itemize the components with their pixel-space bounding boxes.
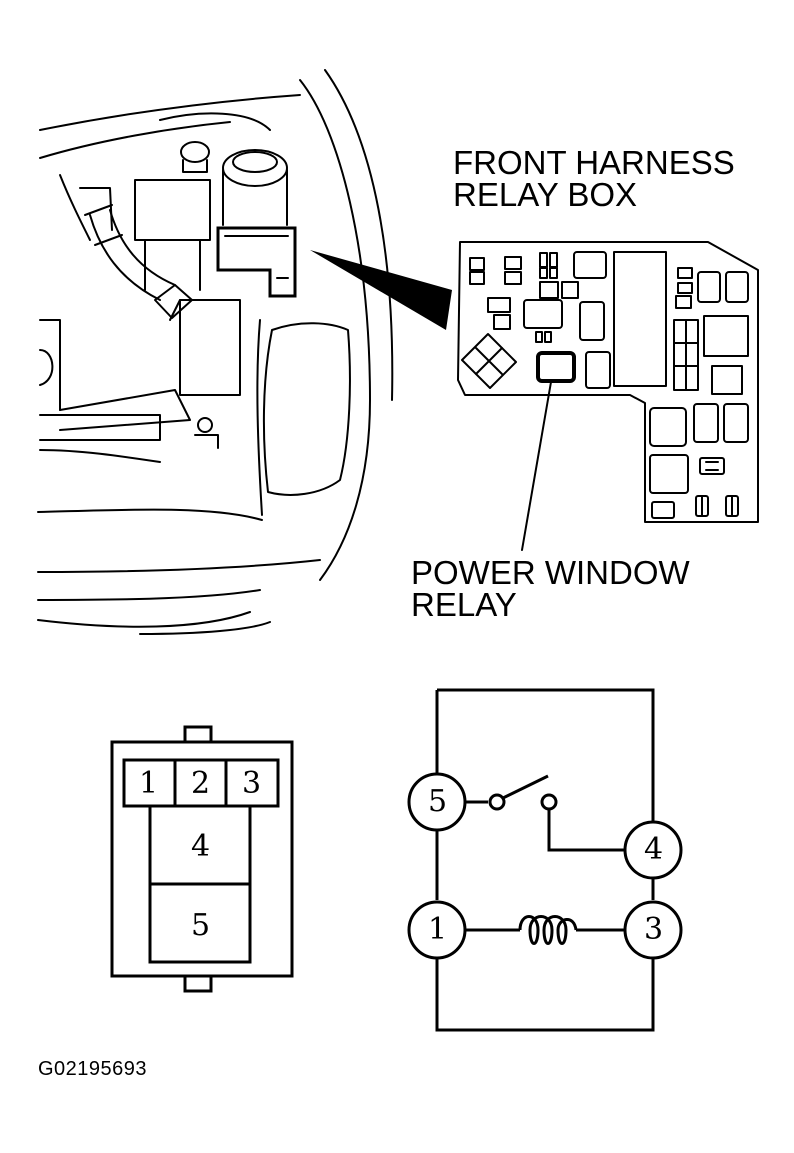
connector-pin-3: 3 — [242, 766, 262, 801]
connector-pin-5: 5 — [191, 908, 211, 943]
connector-pin-4: 4 — [191, 829, 211, 864]
figure-code: G02195693 — [38, 1058, 148, 1080]
schematic-pin-1: 1 — [428, 912, 448, 947]
relay-box-detail — [457, 241, 759, 523]
relay-box-label-line2: RELAY BOX — [453, 176, 638, 213]
connector-face — [110, 725, 294, 993]
power-window-relay-label-line2: RELAY — [411, 586, 517, 623]
schematic-pin-5: 5 — [428, 784, 448, 819]
power-window-relay-highlight — [536, 351, 576, 383]
relay-box-label-line1: FRONT HARNESS — [453, 144, 735, 181]
pointer-wedge — [310, 250, 452, 330]
schematic-pin-4: 4 — [644, 832, 664, 867]
connector-pin-2: 2 — [191, 766, 211, 801]
power-window-relay-label-line1: POWER WINDOW — [411, 554, 690, 591]
connector-pin-1: 1 — [139, 766, 159, 801]
schematic-pin-3: 3 — [644, 912, 664, 947]
relay-schematic — [407, 688, 683, 1032]
